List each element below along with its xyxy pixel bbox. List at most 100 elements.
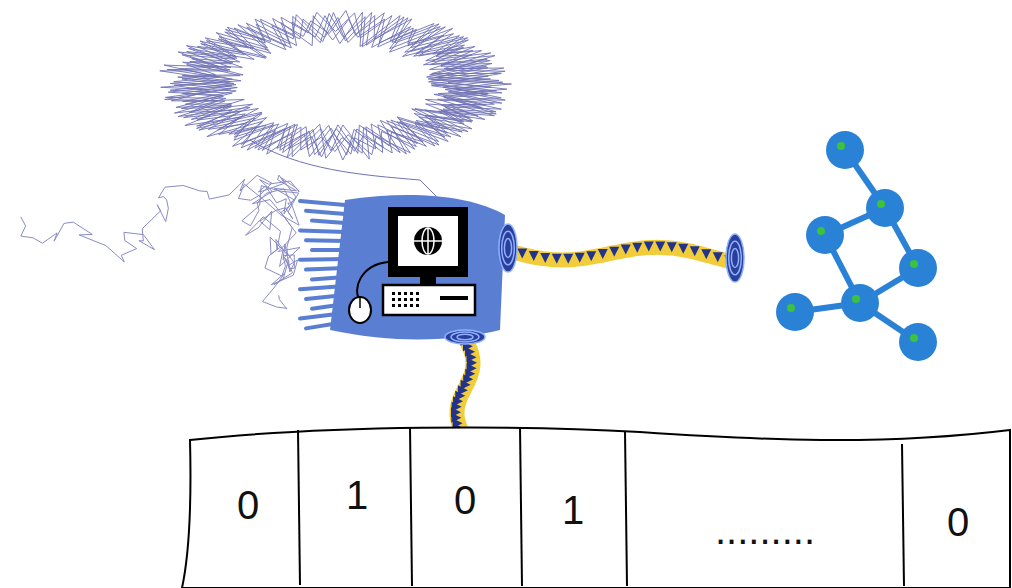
ribbon-tooth [575, 253, 585, 263]
ribbon-tooth [701, 249, 711, 259]
ribbon-band [505, 247, 735, 262]
fan-finger [306, 211, 345, 214]
tape-cell: 1 [307, 435, 407, 555]
ribbon-tooth [667, 242, 677, 252]
globe-axis [427, 228, 429, 254]
atom [866, 189, 904, 227]
vent-dot [392, 304, 395, 307]
ribbon-tooth [586, 251, 596, 261]
fan-finger [300, 286, 345, 289]
spiral [445, 330, 485, 344]
ribbon-tooth [529, 251, 539, 261]
blue-fan [330, 195, 505, 339]
ribbon-tooth [655, 241, 665, 251]
cell-border [298, 430, 300, 585]
vent-dot [392, 292, 395, 295]
ribbon-tooth [552, 254, 562, 264]
atom [899, 249, 937, 287]
atom-core [817, 227, 825, 235]
atom-core [877, 200, 885, 208]
computer-icon [349, 207, 475, 323]
spiral [499, 224, 517, 272]
fan-finger [300, 201, 345, 205]
ribbon-tooth [517, 249, 527, 259]
vent-dot [416, 304, 419, 307]
attractor-ring [160, 11, 512, 231]
mouse-button [359, 297, 361, 308]
ribbon-tooth [632, 243, 642, 253]
tape-cell: 0 [415, 440, 515, 560]
tape-symbol: ......... [715, 510, 815, 550]
fan-finger [312, 248, 345, 252]
atom-core [787, 304, 795, 312]
fan-finger [300, 313, 345, 319]
yellow-ribbons [445, 224, 744, 456]
spiral [726, 234, 744, 282]
atom-core [910, 334, 918, 342]
atom [806, 216, 844, 254]
tape-symbol: 1 [562, 490, 584, 530]
tape-cell: ......... [635, 475, 895, 585]
tape-cell: 0 [198, 445, 298, 565]
ring-line [160, 11, 512, 161]
fan-finger [300, 230, 345, 232]
fan-body [330, 195, 505, 339]
vent-dot [404, 292, 407, 295]
vent-dot [416, 292, 419, 295]
tape-cell: 0 [910, 467, 1006, 577]
vent-dots [392, 292, 419, 307]
cell-border [902, 444, 904, 586]
fan-finger [312, 221, 345, 223]
fan-finger [306, 268, 345, 270]
vent-dot [398, 304, 401, 307]
vent-dot [410, 292, 413, 295]
fan-finger [306, 238, 345, 243]
fan-fingers [300, 201, 345, 328]
ribbon-tooth [690, 246, 700, 256]
atom-core [837, 142, 845, 150]
fan-finger [306, 322, 345, 328]
vent-dot [416, 298, 419, 301]
ribbon-tooth [713, 252, 723, 262]
globe [414, 227, 442, 255]
spiral [731, 248, 738, 267]
spiral [504, 238, 511, 257]
ribbon-tooth [644, 242, 654, 252]
fan-finger [306, 295, 345, 299]
random-walk-scribble [21, 175, 300, 309]
spiral [451, 332, 479, 342]
atom-core [852, 295, 860, 303]
vent-dot [410, 298, 413, 301]
vent-dot [398, 298, 401, 301]
ribbon-tooth [598, 249, 608, 259]
screen [398, 216, 458, 266]
vent-dot [404, 298, 407, 301]
atom-core [910, 260, 918, 268]
fan-finger [312, 304, 345, 309]
atom [899, 323, 937, 361]
monitor [388, 207, 468, 277]
tape-symbol: 0 [237, 485, 259, 525]
fan-finger [312, 277, 345, 279]
tape-symbol: 1 [346, 475, 368, 515]
computer-base [383, 285, 475, 315]
cell-border [520, 427, 522, 586]
molecule-graph [776, 131, 937, 361]
ribbon-tooth [540, 253, 550, 263]
ribbon-tooth [563, 254, 573, 264]
vent-dot [392, 298, 395, 301]
ribbon-tooth [678, 244, 688, 254]
tape-symbol: 0 [947, 502, 969, 542]
spiral [457, 334, 473, 340]
vent-dot [398, 292, 401, 295]
ribbon-tooth [609, 247, 619, 257]
fan-finger [300, 257, 345, 262]
atom [776, 293, 814, 331]
drive-slot [440, 296, 468, 300]
tape-cell-borders [298, 427, 904, 586]
scribble-line [21, 175, 300, 309]
ribbon-tooth [621, 244, 631, 254]
cell-border [625, 431, 627, 586]
atom [826, 131, 864, 169]
